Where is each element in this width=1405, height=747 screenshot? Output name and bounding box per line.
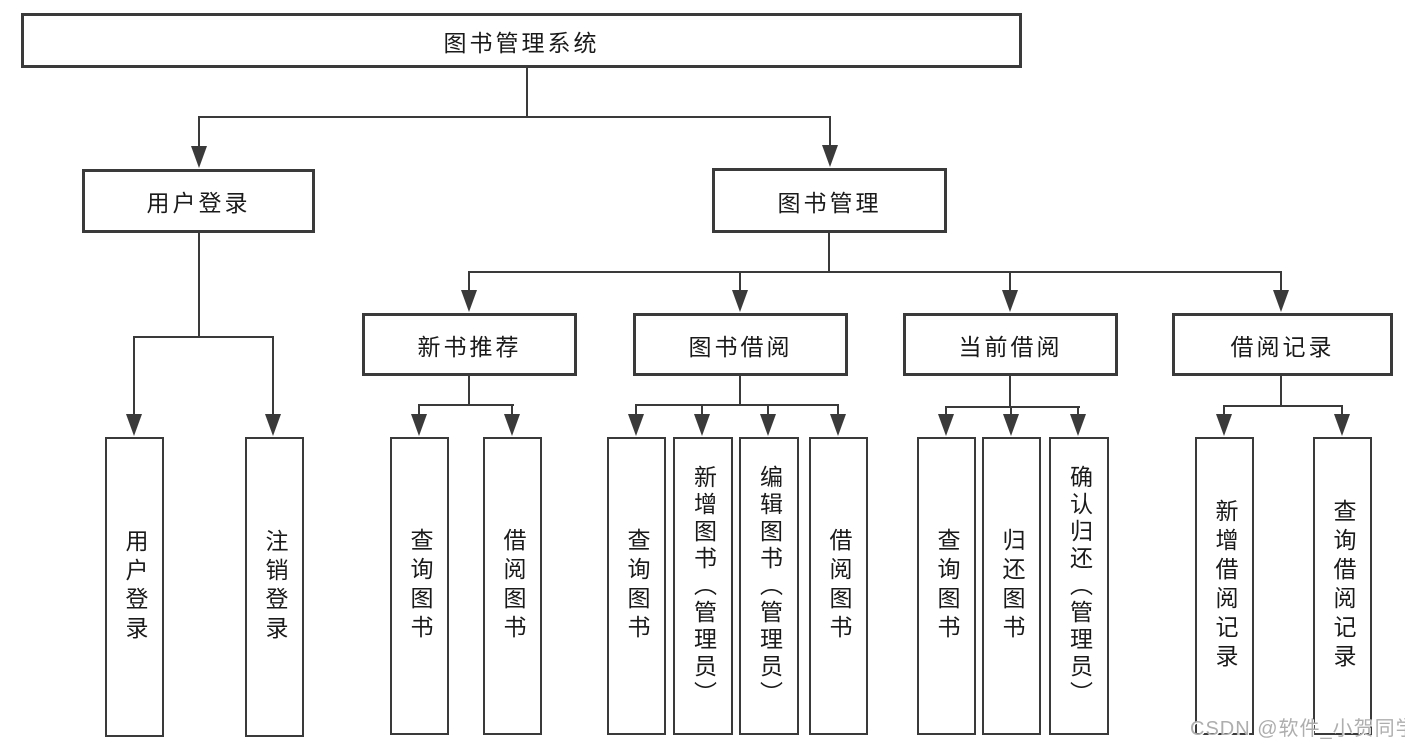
node-label: 确认归还（管理员）	[1066, 464, 1093, 708]
arrow-down-icon	[504, 414, 520, 436]
node-leaf-confirm-return-admin: 确认归还（管理员）	[1049, 437, 1109, 735]
arrow-down-icon	[265, 414, 281, 436]
connector-line	[635, 404, 637, 414]
connector-line	[945, 406, 1080, 408]
node-leaf-add-books-admin: 新增图书（管理员）	[673, 437, 733, 735]
connector-line	[1009, 376, 1011, 408]
arrow-down-icon	[1002, 290, 1018, 312]
node-label: 查询图书	[407, 528, 433, 644]
csdn-watermark: CSDN @软件_小贺同学	[1190, 718, 1405, 740]
connector-line	[1280, 376, 1282, 407]
arrow-down-icon	[830, 414, 846, 436]
connector-line	[635, 404, 839, 406]
arrow-down-icon	[1070, 414, 1086, 436]
node-leaf-borrow-books: 借阅图书	[483, 437, 542, 735]
node-leaf-edit-books-admin: 编辑图书（管理员）	[739, 437, 799, 735]
connector-line	[511, 404, 513, 414]
node-new-book-recommend: 新书推荐	[362, 313, 577, 376]
node-label: 新增借阅记录	[1212, 499, 1238, 673]
connector-line	[837, 404, 839, 414]
connector-line	[739, 271, 741, 291]
arrow-down-icon	[938, 414, 954, 436]
node-label: 编辑图书（管理员）	[756, 464, 783, 708]
arrow-down-icon	[1003, 414, 1019, 436]
arrow-down-icon	[732, 290, 748, 312]
arrow-down-icon	[1216, 414, 1232, 436]
node-label: 查询借阅记录	[1330, 499, 1356, 673]
node-label: 用户登录	[146, 190, 251, 216]
node-leaf-add-borrow-record: 新增借阅记录	[1195, 437, 1254, 735]
arrow-down-icon	[628, 414, 644, 436]
connector-line	[272, 336, 274, 414]
connector-line	[1341, 405, 1343, 414]
connector-line	[198, 116, 831, 118]
connector-line	[418, 404, 514, 406]
node-book-management: 图书管理	[712, 168, 947, 233]
arrow-down-icon	[760, 414, 776, 436]
connector-line	[701, 404, 703, 414]
node-leaf-query-books: 查询图书	[917, 437, 976, 735]
node-leaf-query-books: 查询图书	[390, 437, 449, 735]
node-borrowing-records: 借阅记录	[1172, 313, 1393, 376]
arrow-down-icon	[822, 145, 838, 167]
node-label: 注销登录	[262, 529, 288, 645]
connector-line	[418, 404, 420, 414]
arrow-down-icon	[1273, 290, 1289, 312]
arrow-down-icon	[191, 146, 207, 168]
node-user-login: 用户登录	[82, 169, 315, 233]
connector-line	[1223, 405, 1343, 407]
node-label: 归还图书	[999, 528, 1025, 644]
connector-line	[1009, 271, 1011, 291]
node-leaf-query-borrow-record: 查询借阅记录	[1313, 437, 1372, 735]
node-label: 图书管理系统	[443, 29, 600, 56]
node-leaf-logout: 注销登录	[245, 437, 304, 737]
arrow-down-icon	[1334, 414, 1350, 436]
node-label: 当前借阅	[958, 333, 1063, 360]
connector-line	[133, 336, 274, 338]
node-label: 新书推荐	[417, 333, 522, 360]
node-leaf-borrow-books: 借阅图书	[809, 437, 868, 735]
connector-line	[945, 406, 947, 414]
connector-line	[468, 376, 470, 406]
connector-line	[198, 116, 200, 150]
node-label: 图书管理	[777, 189, 882, 216]
connector-line	[468, 271, 470, 291]
node-leaf-query-books: 查询图书	[607, 437, 666, 735]
node-label: 借阅图书	[500, 528, 526, 644]
node-label: 用户登录	[122, 529, 148, 645]
connector-line	[1010, 406, 1012, 414]
arrow-down-icon	[126, 414, 142, 436]
node-label: 新增图书（管理员）	[690, 464, 717, 708]
node-library-management-system: 图书管理系统	[21, 13, 1022, 68]
node-label: 借阅记录	[1230, 333, 1335, 360]
arrow-down-icon	[411, 414, 427, 436]
connector-line	[829, 116, 831, 148]
node-label: 借阅图书	[826, 528, 852, 644]
connector-line	[526, 68, 528, 118]
connector-line	[767, 404, 769, 414]
node-label: 查询图书	[624, 528, 650, 644]
arrow-down-icon	[461, 290, 477, 312]
connector-line	[133, 336, 135, 414]
connector-line	[1223, 405, 1225, 414]
connector-line	[739, 376, 741, 406]
connector-line	[1077, 406, 1079, 414]
connector-line	[1280, 271, 1282, 291]
node-label: 图书借阅	[688, 333, 793, 360]
node-leaf-return-books: 归还图书	[982, 437, 1041, 735]
node-label: 查询图书	[934, 528, 960, 644]
node-current-borrowing: 当前借阅	[903, 313, 1118, 376]
connector-line	[198, 233, 200, 338]
connector-line	[828, 233, 830, 273]
connector-line	[468, 271, 1282, 273]
arrow-down-icon	[694, 414, 710, 436]
node-leaf-user-login: 用户登录	[105, 437, 164, 737]
node-book-borrowing: 图书借阅	[633, 313, 848, 376]
